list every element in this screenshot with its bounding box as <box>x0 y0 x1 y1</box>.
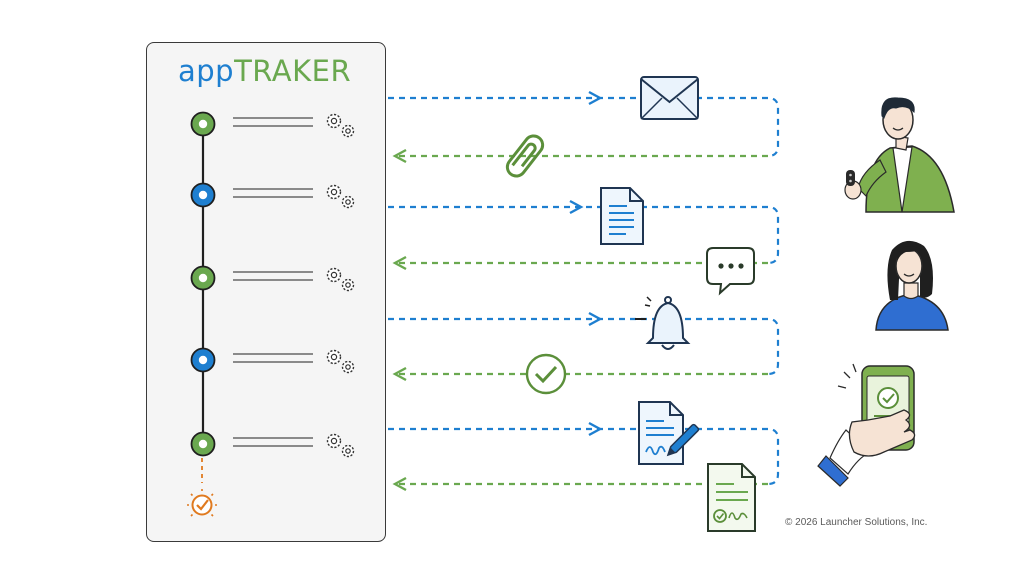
checkmark-circle-icon <box>525 353 567 395</box>
outbound-line-3 <box>388 317 780 376</box>
signed-document-icon <box>707 463 756 532</box>
outbound-line-4 <box>388 427 780 486</box>
outbound-arrow-1 <box>588 90 603 106</box>
flow-lines <box>388 96 780 486</box>
hand-holding-phone-illustration <box>817 363 916 487</box>
arrowheads <box>392 90 603 492</box>
outbound-arrow-2 <box>569 199 584 215</box>
app-logo: appTRAKER <box>178 54 351 88</box>
logo-part-traker: TRAKER <box>234 54 352 88</box>
outbound-line-2 <box>388 205 780 265</box>
return-arrow-4 <box>392 476 407 492</box>
document-icon <box>600 187 644 245</box>
bell-icon <box>635 296 691 350</box>
envelope-icon <box>640 76 699 120</box>
paperclip-icon <box>505 134 545 178</box>
signed-document-pen-icon <box>638 401 700 465</box>
return-arrow-2 <box>392 255 407 271</box>
outbound-line-1 <box>388 96 780 158</box>
return-arrow-3 <box>392 366 407 382</box>
chat-bubble-icon <box>706 247 755 296</box>
outbound-arrow-4 <box>588 421 603 437</box>
app-panel <box>146 42 386 542</box>
logo-part-app: app <box>178 54 235 88</box>
copyright-text: © 2026 Launcher Solutions, Inc. <box>785 517 928 528</box>
man-with-car-key-illustration <box>844 97 955 213</box>
outbound-arrow-3 <box>588 311 603 327</box>
woman-illustration <box>875 240 949 331</box>
return-arrow-1 <box>392 148 407 164</box>
